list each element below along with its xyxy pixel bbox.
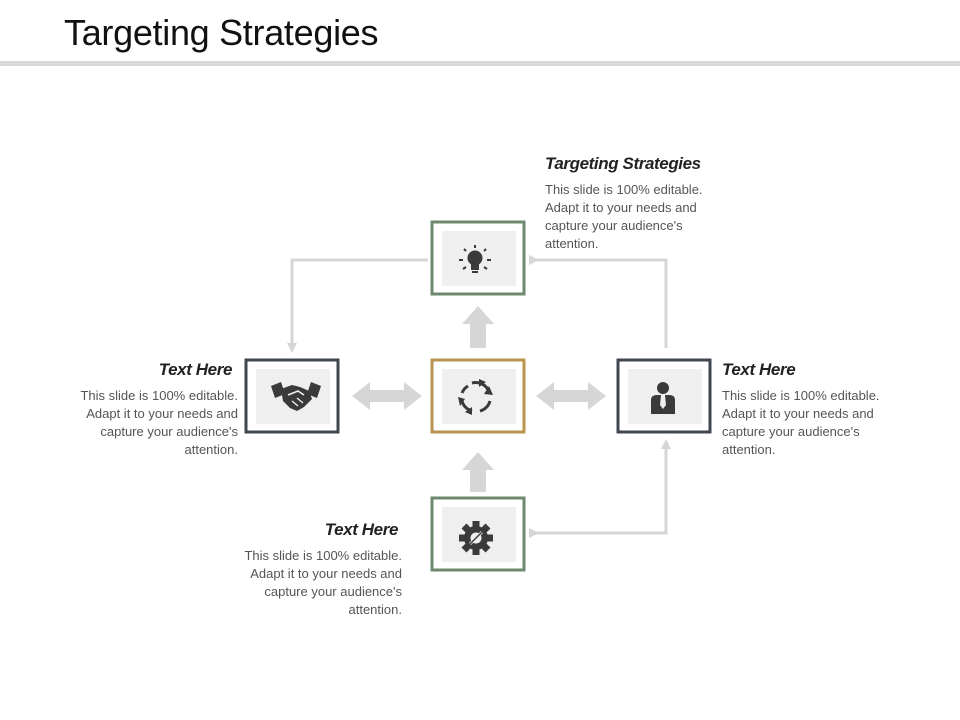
node-left [244,358,340,434]
text-block-top: Targeting Strategies This slide is 100% … [545,154,735,253]
handshake-icon [271,382,321,411]
text-block-right-body: This slide is 100% editable. Adapt it to… [722,388,880,457]
text-block-top-body: This slide is 100% editable. Adapt it to… [545,182,703,251]
text-block-bottom: Text Here This slide is 100% editable. A… [222,520,402,619]
slide-title: Targeting Strategies [64,12,379,53]
gear-wrench-icon [459,521,493,555]
text-block-left-body: This slide is 100% editable. Adapt it to… [80,388,238,457]
title-divider [0,61,960,66]
connector-top-to-left [287,258,428,353]
node-bottom [430,496,526,572]
businessman-icon [651,382,675,414]
lightbulb-icon [459,245,491,273]
connector-bottom-to-right [529,439,671,538]
up-arrow-bottom-to-center [462,452,494,492]
up-arrow-center-to-top [462,306,494,348]
text-block-right-heading: Text Here [722,360,796,379]
text-block-left-heading: Text Here [158,360,233,379]
text-block-bottom-body: This slide is 100% editable. Adapt it to… [244,548,402,617]
double-arrow-left-center [352,382,422,410]
text-block-top-heading: Targeting Strategies [545,154,701,173]
cycle-arrows-icon [458,379,493,415]
text-block-left: Text Here This slide is 100% editable. A… [58,360,238,459]
text-block-right: Text Here This slide is 100% editable. A… [722,360,902,459]
node-right [616,358,712,434]
text-block-bottom-heading: Text Here [324,520,399,539]
connector-top-to-right [529,255,668,348]
node-top [430,220,526,296]
node-center [430,358,526,434]
double-arrow-center-right [536,382,606,410]
